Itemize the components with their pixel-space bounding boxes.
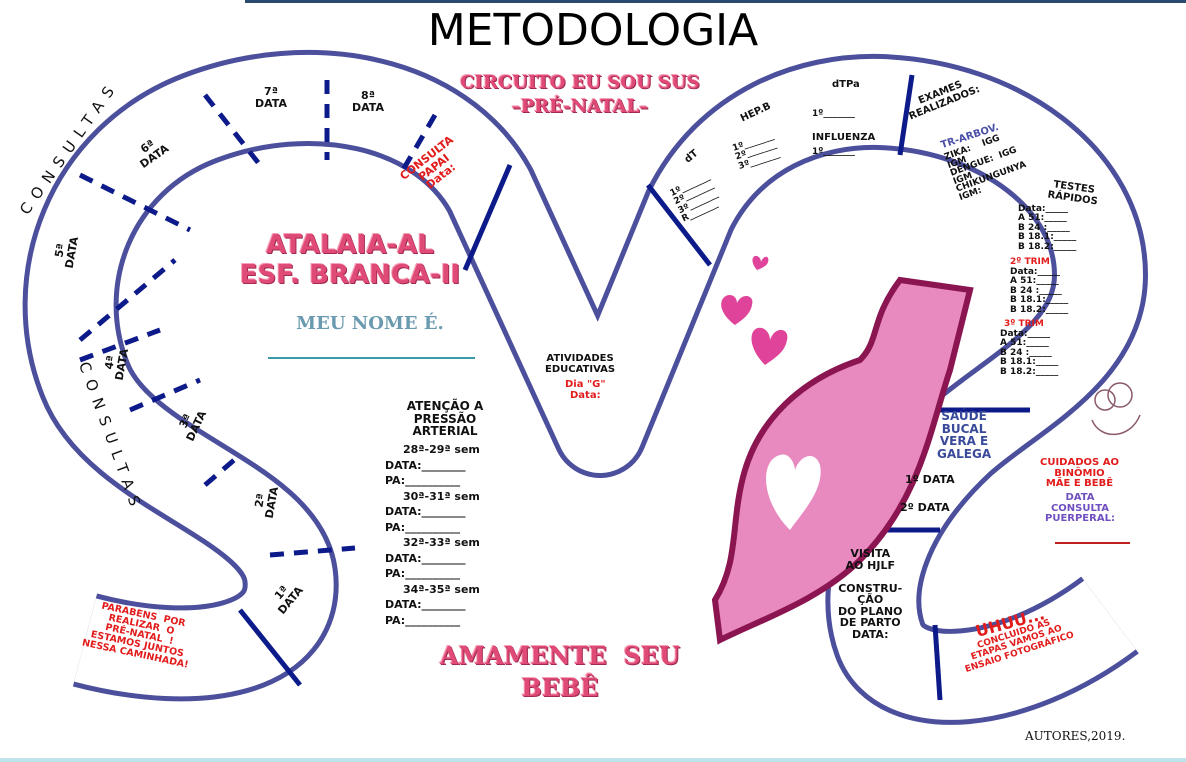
date-slot-2: 2ª DATA <box>252 485 281 520</box>
vaccine-influenza-line: 1º_______ <box>812 147 855 157</box>
heart-icon <box>752 255 769 270</box>
activities-date: Dia "G" Data: <box>565 379 606 401</box>
oral-health-title: SAÚDE BUCAL VERA E GALEGA <box>937 409 992 461</box>
vaccine-influenza: INFLUENZA <box>812 132 876 143</box>
care-date: DATA CONSULTA PUERPERAL: <box>1045 492 1115 524</box>
breastfeed-message: AMAMENTE SEU BEBÊ <box>439 641 681 703</box>
rapid-tests-trim2: Data:_____ A 51:_____ B 24 :_____ B 18.1… <box>1010 267 1069 315</box>
place-1: ATALAIA-AL <box>266 230 434 260</box>
oral-health-date-2: 2º DATA <box>900 501 950 514</box>
heart-icon <box>751 327 788 365</box>
circuit-band-fill <box>27 54 1143 720</box>
hospital-visit: VISITA AO HJLF CONSTRU- ÇÃO DO PLANO DE … <box>838 547 903 641</box>
rapid-tests-trim2-label: 2º TRIM <box>1010 257 1050 267</box>
care-title: CUIDADOS AO BINÔMIO MÃE E BEBÊ <box>1040 457 1119 489</box>
mother-baby-icon <box>1091 382 1141 436</box>
page-title: METODOLOGIA <box>427 5 759 56</box>
activities-title: ATIVIDADES EDUCATIVAS <box>545 353 616 375</box>
baby-heart-icon <box>766 454 821 530</box>
date-slot-4: 4ª DATA <box>102 347 131 382</box>
heart-icon <box>721 295 753 325</box>
rapid-tests-trim3-label: 3º TRIM <box>1004 319 1044 329</box>
oral-health-date-1: 1º DATA <box>905 473 955 486</box>
authors-credit: AUTORES,2019. <box>1025 729 1126 743</box>
rapid-tests-trim1: Data:_____ A 51:_____ B 24 :_____ B 18.1… <box>1018 204 1077 252</box>
top-rule <box>245 0 1186 3</box>
bottom-rule <box>0 758 1186 762</box>
date-slot-7: 7ª DATA <box>255 85 287 110</box>
header-line1: CIRCUITO EU SOU SUS <box>460 72 700 93</box>
date-slot-8: 8ª DATA <box>352 89 384 114</box>
vaccine-dtpa-line: 1º_______ <box>812 109 855 119</box>
vaccine-dtpa: dTPa <box>832 79 860 90</box>
place-2: ESF. BRANCA-II <box>239 260 461 290</box>
segment-dividers <box>78 80 438 558</box>
name-label: MEU NOME É. <box>296 313 444 334</box>
pregnant-silhouette <box>711 276 974 645</box>
header-line2: –PRÉ-NATAL– <box>511 96 649 117</box>
date-slot-5: 5ª DATA <box>52 235 81 270</box>
rapid-tests-trim3: Data:_____ A 51:_____ B 24 :_____ B 18.1… <box>1000 329 1059 377</box>
blood-pressure-title: ATENÇÃO A PRESSÃO ARTERIAL <box>406 399 484 439</box>
